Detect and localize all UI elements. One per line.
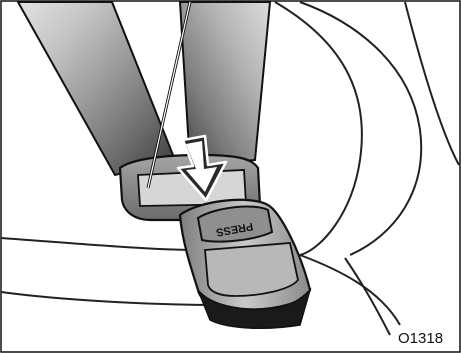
buckle-lower-housing bbox=[205, 243, 298, 296]
figure-code: O1318 bbox=[398, 330, 443, 347]
